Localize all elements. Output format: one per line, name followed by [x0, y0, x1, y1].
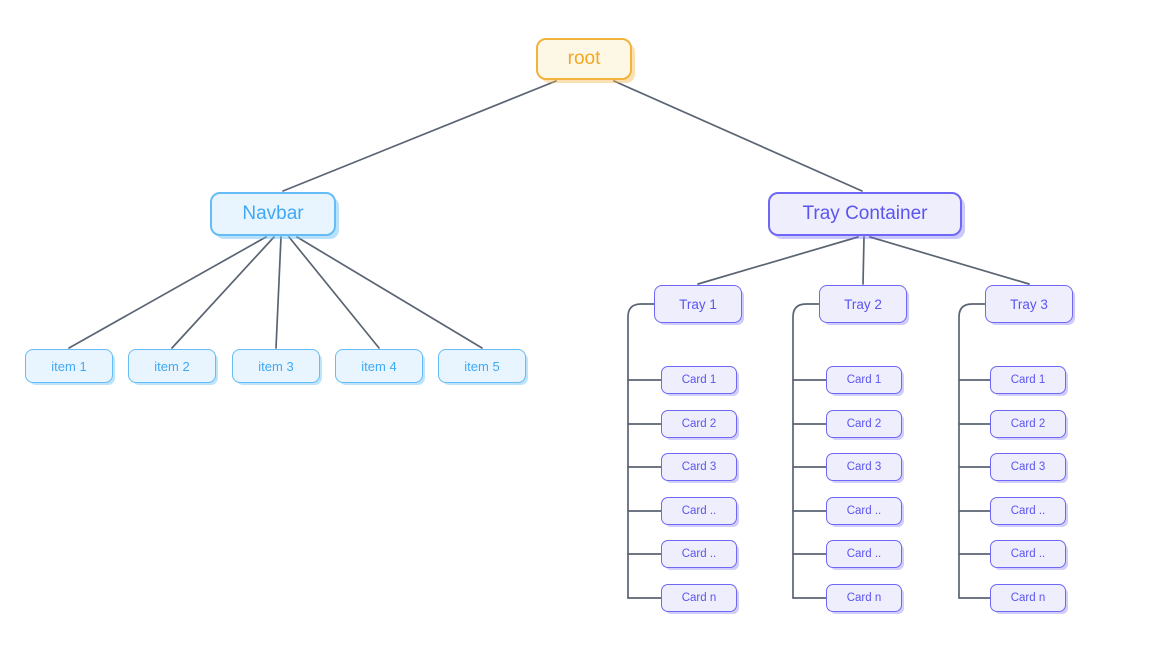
node-tray-2-card-1-label: Card 1 — [846, 374, 882, 386]
node-tray-3-card-6[interactable]: Card n — [990, 584, 1066, 612]
node-tray-2-card-3[interactable]: Card 3 — [826, 453, 902, 481]
node-tray-container-label: Tray Container — [802, 203, 928, 224]
node-tray-1-card-2-label: Card 2 — [681, 418, 717, 430]
node-tray-1-card-6[interactable]: Card n — [661, 584, 737, 612]
node-nav-item-5-label: item 5 — [464, 358, 500, 374]
node-nav-item-1[interactable]: item 1 — [25, 349, 113, 383]
node-nav-item-4-label: item 4 — [361, 358, 397, 374]
node-tray-1-card-5-label: Card .. — [681, 548, 717, 560]
node-tray-3-card-5[interactable]: Card .. — [990, 540, 1066, 568]
edge-tray-container-to-tray-3 — [869, 236, 1030, 285]
node-tray-3-card-6-label: Card n — [1010, 592, 1046, 604]
edge-root-to-navbar — [282, 80, 557, 192]
node-tray-1[interactable]: Tray 1 — [654, 285, 742, 323]
node-tray-2-card-2-label: Card 2 — [846, 418, 882, 430]
node-tray-3-label: Tray 3 — [1010, 296, 1048, 312]
node-tray-3-card-2-label: Card 2 — [1010, 418, 1046, 430]
node-tray-2-label: Tray 2 — [844, 296, 882, 312]
node-tray-3-card-3-label: Card 3 — [1010, 461, 1046, 473]
node-root-label: root — [567, 48, 601, 69]
node-tray-2-card-2[interactable]: Card 2 — [826, 410, 902, 438]
node-nav-item-3-label: item 3 — [258, 358, 294, 374]
node-tray-1-label: Tray 1 — [679, 296, 717, 312]
edge-navbar-to-item-3 — [275, 236, 282, 349]
edge-navbar-to-item-1 — [68, 236, 267, 349]
node-tray-2-card-3-label: Card 3 — [846, 461, 882, 473]
tray-2-trunk — [792, 303, 820, 599]
node-tray-3-card-1[interactable]: Card 1 — [990, 366, 1066, 394]
edge-navbar-to-item-4 — [288, 236, 380, 349]
node-tray-2-card-4[interactable]: Card .. — [826, 497, 902, 525]
edge-tray-container-to-tray-1 — [697, 236, 859, 285]
node-tray-1-card-5[interactable]: Card .. — [661, 540, 737, 568]
node-tray-1-card-1[interactable]: Card 1 — [661, 366, 737, 394]
node-tray-1-card-3[interactable]: Card 3 — [661, 453, 737, 481]
node-tray-3-card-2[interactable]: Card 2 — [990, 410, 1066, 438]
node-tray-3[interactable]: Tray 3 — [985, 285, 1073, 323]
node-tray-3-card-5-label: Card .. — [1010, 548, 1046, 560]
node-tray-2-card-1[interactable]: Card 1 — [826, 366, 902, 394]
node-tray-3-card-3[interactable]: Card 3 — [990, 453, 1066, 481]
node-nav-item-2[interactable]: item 2 — [128, 349, 216, 383]
node-tray-1-card-3-label: Card 3 — [681, 461, 717, 473]
node-tray-3-card-4[interactable]: Card .. — [990, 497, 1066, 525]
node-tray-1-card-6-label: Card n — [681, 592, 717, 604]
node-navbar[interactable]: Navbar — [210, 192, 336, 236]
node-tray-1-card-2[interactable]: Card 2 — [661, 410, 737, 438]
edge-tray-container-to-tray-2 — [862, 236, 865, 285]
node-tray-2-card-5[interactable]: Card .. — [826, 540, 902, 568]
node-tray-2-card-5-label: Card .. — [846, 548, 882, 560]
node-tray-3-card-1-label: Card 1 — [1010, 374, 1046, 386]
node-tray-2[interactable]: Tray 2 — [819, 285, 907, 323]
node-nav-item-5[interactable]: item 5 — [438, 349, 526, 383]
node-tray-1-card-4-label: Card .. — [681, 505, 717, 517]
node-nav-item-1-label: item 1 — [51, 358, 87, 374]
node-nav-item-3[interactable]: item 3 — [232, 349, 320, 383]
node-tray-1-card-1-label: Card 1 — [681, 374, 717, 386]
node-tray-1-card-4[interactable]: Card .. — [661, 497, 737, 525]
tray-1-trunk — [627, 303, 655, 599]
tray-3-trunk — [958, 303, 986, 599]
node-tray-3-card-4-label: Card .. — [1010, 505, 1046, 517]
node-tray-container[interactable]: Tray Container — [768, 192, 962, 236]
edge-root-to-tray-container — [613, 80, 863, 192]
node-nav-item-2-label: item 2 — [154, 358, 190, 374]
node-tray-2-card-6[interactable]: Card n — [826, 584, 902, 612]
node-root[interactable]: root — [536, 38, 632, 80]
edge-navbar-to-item-5 — [296, 236, 483, 349]
node-tray-2-card-4-label: Card .. — [846, 505, 882, 517]
node-tray-2-card-6-label: Card n — [846, 592, 882, 604]
edge-navbar-to-item-2 — [171, 236, 275, 349]
node-navbar-label: Navbar — [242, 203, 304, 224]
node-nav-item-4[interactable]: item 4 — [335, 349, 423, 383]
